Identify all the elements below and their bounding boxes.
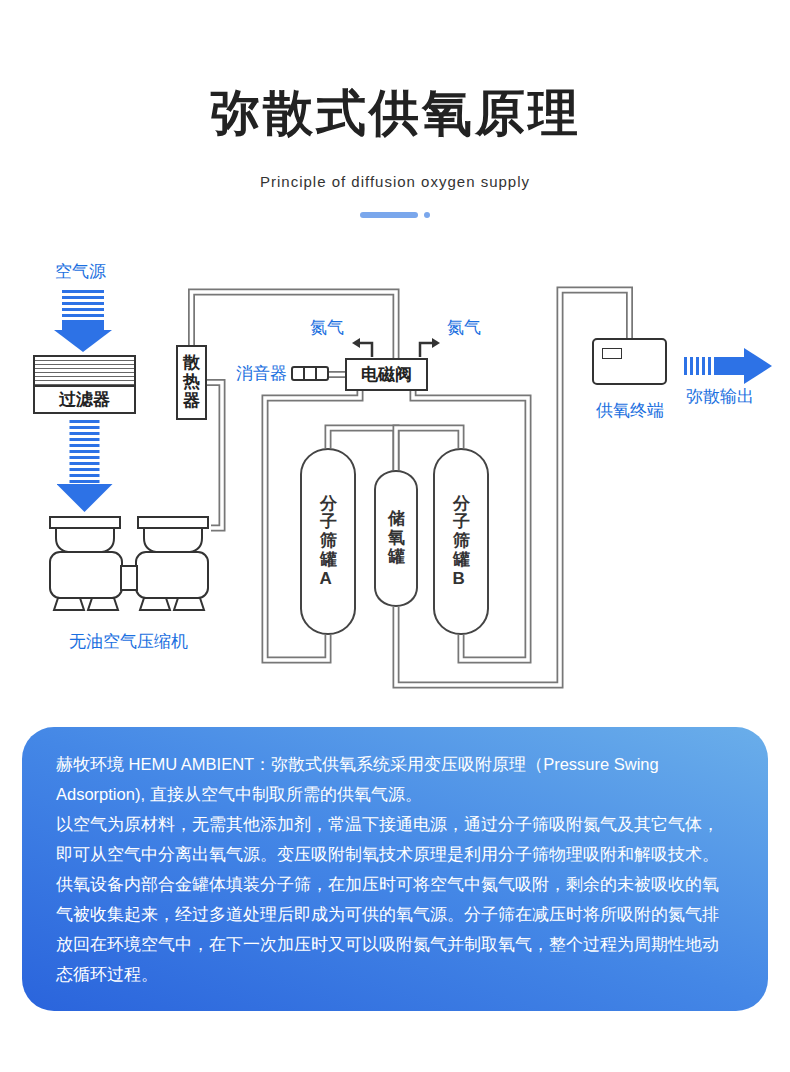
- compressor: 无油空气压缩机: [46, 516, 211, 653]
- filter-box-text: 过滤器: [35, 385, 134, 412]
- sieve-tank: 分子筛罐B: [433, 448, 489, 635]
- gas-label: 氮气: [310, 318, 344, 338]
- radiator-box: 散热器: [176, 345, 207, 420]
- terminal-screen: [602, 348, 622, 359]
- terminal-text: 供氧终端: [596, 399, 664, 422]
- filter-box: 过滤器: [33, 355, 136, 414]
- radiator-box-text: 散热器: [183, 354, 200, 410]
- info-panel: 赫牧环境 HEMU AMBIENT：弥散式供氧系统采用变压吸附原理（Pressu…: [22, 727, 768, 1011]
- sieve-tank-text: 分子筛罐A: [320, 495, 337, 588]
- pipe-outer: [70, 420, 100, 484]
- muffler-body: [291, 366, 329, 381]
- title-dot: [424, 212, 430, 218]
- pipe: [192, 292, 397, 358]
- compressor-drawing: [46, 516, 211, 616]
- pipe-outer: [192, 292, 397, 358]
- output-label: 弥散输出: [686, 387, 754, 407]
- muffler-text: 消音器: [236, 362, 287, 385]
- terminal-device: [592, 338, 667, 385]
- subtitle: Principle of diffusion oxygen supply: [0, 172, 790, 192]
- pipe: [329, 374, 345, 375]
- title-bar: [360, 212, 418, 218]
- compressor-text: 无油空气压缩机: [69, 630, 188, 653]
- sieve-tank: 分子筛罐A: [300, 448, 356, 635]
- pipe-outer: [207, 383, 222, 529]
- valve-box: 电磁阀: [345, 358, 428, 391]
- oxygen-tank: 储氧罐: [374, 470, 418, 607]
- terminal: 供氧终端: [592, 338, 667, 422]
- diagram-title: 弥散式供氧原理: [0, 80, 790, 147]
- pipe: [207, 383, 222, 529]
- valve-box-text: 电磁阀: [361, 363, 412, 386]
- sieve-tank-text: 分子筛罐B: [453, 495, 470, 588]
- pipe-inner: [329, 373, 345, 377]
- muffler: 消音器: [236, 362, 329, 384]
- nitrogen-arrowhead: [352, 338, 360, 348]
- pipe-outer: [329, 371, 345, 378]
- info-panel-text: 赫牧环境 HEMU AMBIENT：弥散式供氧系统采用变压吸附原理（Pressu…: [56, 749, 734, 809]
- air-arrow: [54, 290, 112, 352]
- pipe-inner: [207, 383, 222, 529]
- nitrogen-arrowhead: [432, 338, 440, 348]
- gas-label: 氮气: [447, 318, 481, 338]
- output-arrow: [684, 348, 772, 384]
- info-panel-text: 以空气为原材料，无需其他添加剂，常温下接通电源，通过分子筛吸附氮气及其它气体，即…: [56, 809, 734, 989]
- pipe-inner: [192, 292, 397, 358]
- filter-mesh: [35, 357, 134, 385]
- oxygen-tank-text: 储氧罐: [388, 510, 405, 566]
- flow-arrow: [84, 420, 85, 484]
- source-label: 空气源: [55, 262, 106, 282]
